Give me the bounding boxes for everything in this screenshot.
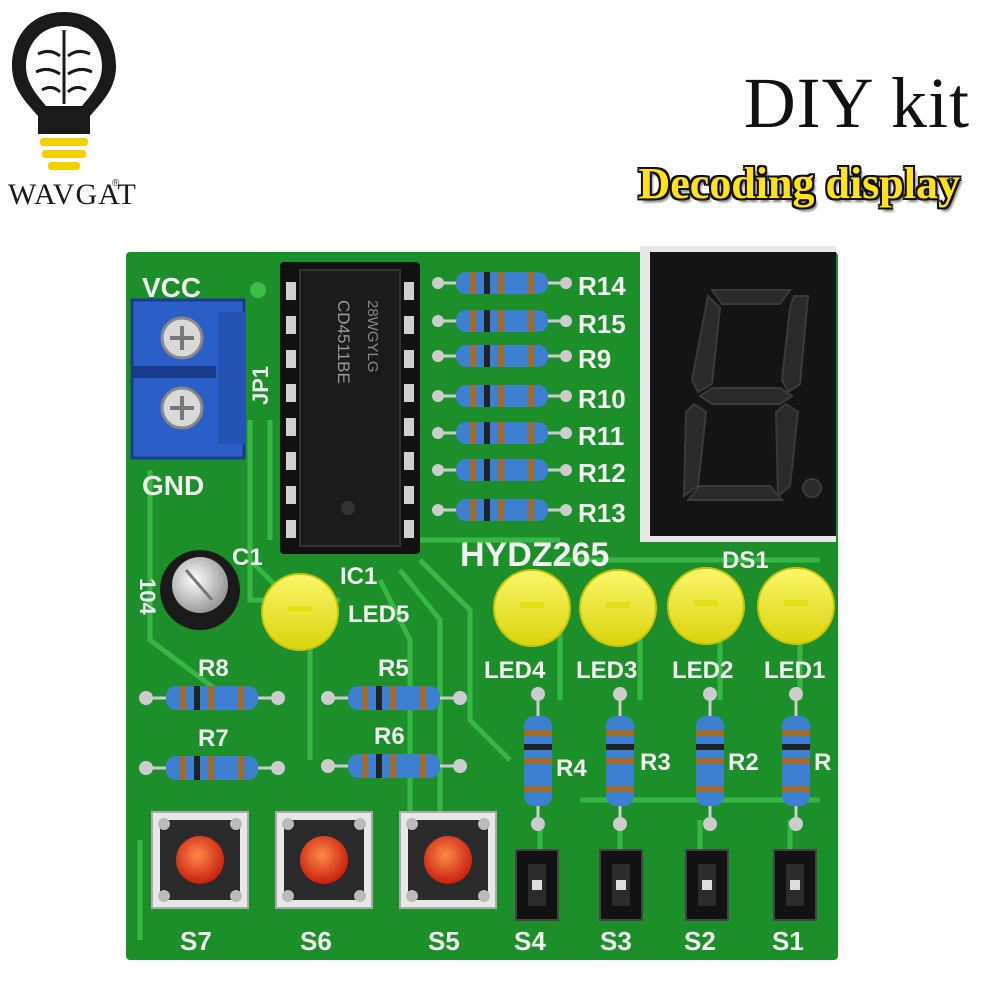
label-c1: C1 (232, 544, 263, 571)
resistor-r3 (606, 687, 634, 831)
resistor-r12 (432, 459, 572, 481)
ic1-decoder-chip: 28WGYLG CD4511BE (280, 262, 420, 554)
switch-s3 (599, 849, 643, 921)
brand-logo (4, 4, 124, 179)
label-r8: R8 (198, 655, 229, 682)
label-led1: LED1 (764, 657, 825, 684)
label-r3: R3 (640, 749, 671, 776)
ic-marking-lot: 28WGYLG (364, 300, 381, 373)
label-s7: S7 (180, 926, 212, 956)
mounting-hole (250, 282, 266, 298)
label-s5: S5 (428, 926, 460, 956)
resistor-r1 (782, 687, 810, 831)
label-led3: LED3 (576, 657, 637, 684)
push-button-s5 (399, 811, 497, 909)
led-led5 (261, 573, 339, 651)
label-jp1: JP1 (248, 366, 273, 405)
label-r14: R14 (578, 271, 626, 301)
brand-registered-mark: ® (112, 178, 120, 189)
led-led2 (667, 567, 745, 645)
push-button-s6 (275, 811, 373, 909)
push-button-s7 (151, 811, 249, 909)
label-r5: R5 (378, 655, 409, 682)
label-board-model: HYDZ265 (460, 536, 609, 574)
switch-s1 (773, 849, 817, 921)
capacitor-c1 (160, 550, 240, 630)
label-r1: R (814, 749, 831, 776)
resistor-r4 (524, 687, 552, 831)
label-led4: LED4 (484, 657, 546, 684)
label-led2: LED2 (672, 657, 733, 684)
resistor-r8 (139, 686, 285, 710)
label-r9: R9 (578, 344, 611, 374)
label-gnd: GND (142, 470, 204, 501)
label-ds1: DS1 (722, 547, 769, 574)
label-r4: R4 (556, 755, 587, 782)
resistor-r15 (432, 310, 572, 332)
resistor-r5 (321, 686, 467, 710)
resistor-r13 (432, 499, 572, 521)
switch-s2 (685, 849, 729, 921)
label-cap-value: 104 (135, 578, 160, 615)
label-r15: R15 (578, 309, 626, 339)
lightbulb-brain-icon (12, 12, 116, 170)
seven-segment-display (640, 246, 836, 542)
resistor-r14 (432, 272, 572, 294)
switch-s4 (515, 849, 559, 921)
product-subtitle: Decoding display (638, 159, 960, 208)
power-terminal-block (130, 298, 246, 460)
led-led4 (493, 569, 571, 647)
lower-resistors (139, 686, 467, 780)
led-led1 (757, 567, 835, 645)
ic-marking-part: CD4511BE (334, 300, 353, 384)
label-led5: LED5 (348, 601, 409, 628)
label-r12: R12 (578, 458, 626, 488)
resistor-r10 (432, 385, 572, 407)
label-r6: R6 (374, 723, 405, 750)
resistor-r7 (139, 756, 285, 780)
label-s1: S1 (772, 926, 804, 956)
label-r11: R11 (578, 421, 624, 451)
label-r2: R2 (728, 749, 759, 776)
label-s2: S2 (684, 926, 716, 956)
resistor-r9 (432, 345, 572, 367)
resistor-r11 (432, 422, 572, 444)
label-r13: R13 (578, 498, 626, 528)
label-vcc: VCC (142, 272, 201, 303)
resistor-r2 (696, 687, 724, 831)
label-r10: R10 (578, 384, 626, 414)
label-s4: S4 (514, 926, 546, 956)
brand-name: WAVGAT (8, 178, 137, 211)
product-title: DIY kit (743, 63, 970, 143)
led-led3 (579, 569, 657, 647)
resistor-r6 (321, 754, 467, 778)
vertical-resistors (524, 687, 810, 831)
label-r7: R7 (198, 725, 229, 752)
top-resistor-bank (432, 272, 572, 521)
label-ic1: IC1 (340, 563, 377, 590)
label-s3: S3 (600, 926, 632, 956)
label-s6: S6 (300, 926, 332, 956)
